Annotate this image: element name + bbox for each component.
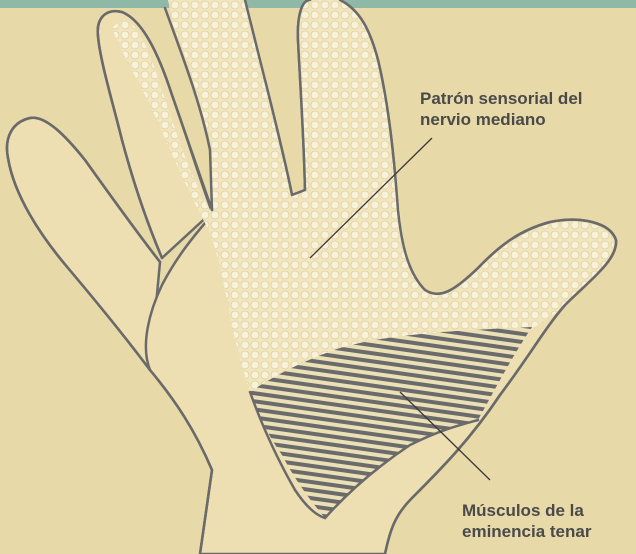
sensory-label-line1: Patrón sensorial del [420, 88, 583, 109]
sensory-pattern-label: Patrón sensorial del nervio mediano [420, 88, 583, 130]
thenar-muscles-label: Músculos de la eminencia tenar [462, 500, 591, 542]
sensory-label-line2: nervio mediano [420, 109, 583, 130]
thenar-label-line2: eminencia tenar [462, 521, 591, 542]
thenar-label-line1: Músculos de la [462, 500, 591, 521]
